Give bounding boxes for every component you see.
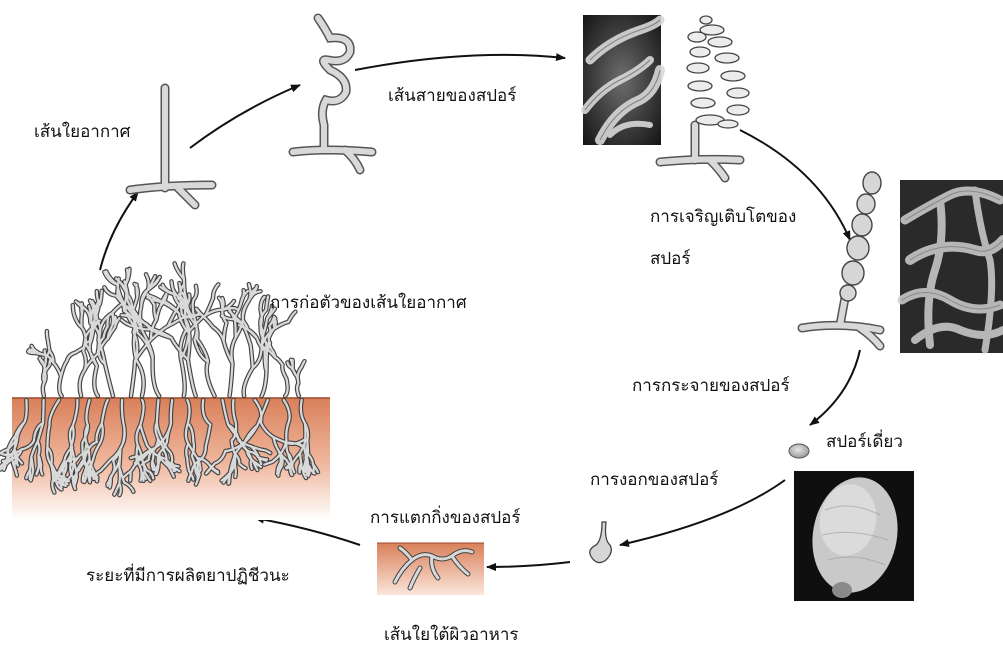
mature-spore-chain-illustration <box>802 172 881 346</box>
label-spore-growth-1: การเจริญเติบโตของ <box>650 207 796 227</box>
sem-photo-mycelium <box>900 180 1003 353</box>
label-spore-chain: เส้นสายของสปอร์ <box>388 86 516 106</box>
label-spore-growth-2: สปอร์ <box>650 249 691 269</box>
arrow-icon <box>355 55 565 70</box>
arrow-icon <box>100 192 138 270</box>
substrate-hyphae-illustration <box>377 543 484 595</box>
sem-photo-single-spore <box>794 471 914 601</box>
arrow-icon <box>190 85 300 148</box>
label-substrate-hyphae: เส้นใยใต้ผิวอาหาร <box>384 625 519 645</box>
label-aerial-hyphae: เส้นใยอากาศ <box>34 122 130 142</box>
single-spore-illustration <box>789 444 809 458</box>
germinating-spore-illustration <box>590 522 612 563</box>
arrow-icon <box>487 562 570 567</box>
sem-photo-spore-chain <box>583 15 661 145</box>
label-germination: การงอกของสปอร์ <box>590 470 718 490</box>
spore-chain-illustration <box>660 16 749 178</box>
aerial-hypha-illustration <box>130 88 212 205</box>
label-single-spore: สปอร์เดี่ยว <box>826 432 903 452</box>
label-branching: การแตกกิ่งของสปอร์ <box>370 508 521 528</box>
label-aerial-formation: การก่อตัวของเส้นใยอากาศ <box>270 293 467 313</box>
arrow-icon <box>810 350 860 425</box>
label-spore-dispersal: การกระจายของสปอร์ <box>632 376 790 396</box>
label-antibiotic-phase: ระยะที่มีการผลิตยาปฏิชีวนะ <box>86 566 290 586</box>
coiled-hypha-illustration <box>293 18 372 170</box>
arrow-icon <box>255 518 360 545</box>
